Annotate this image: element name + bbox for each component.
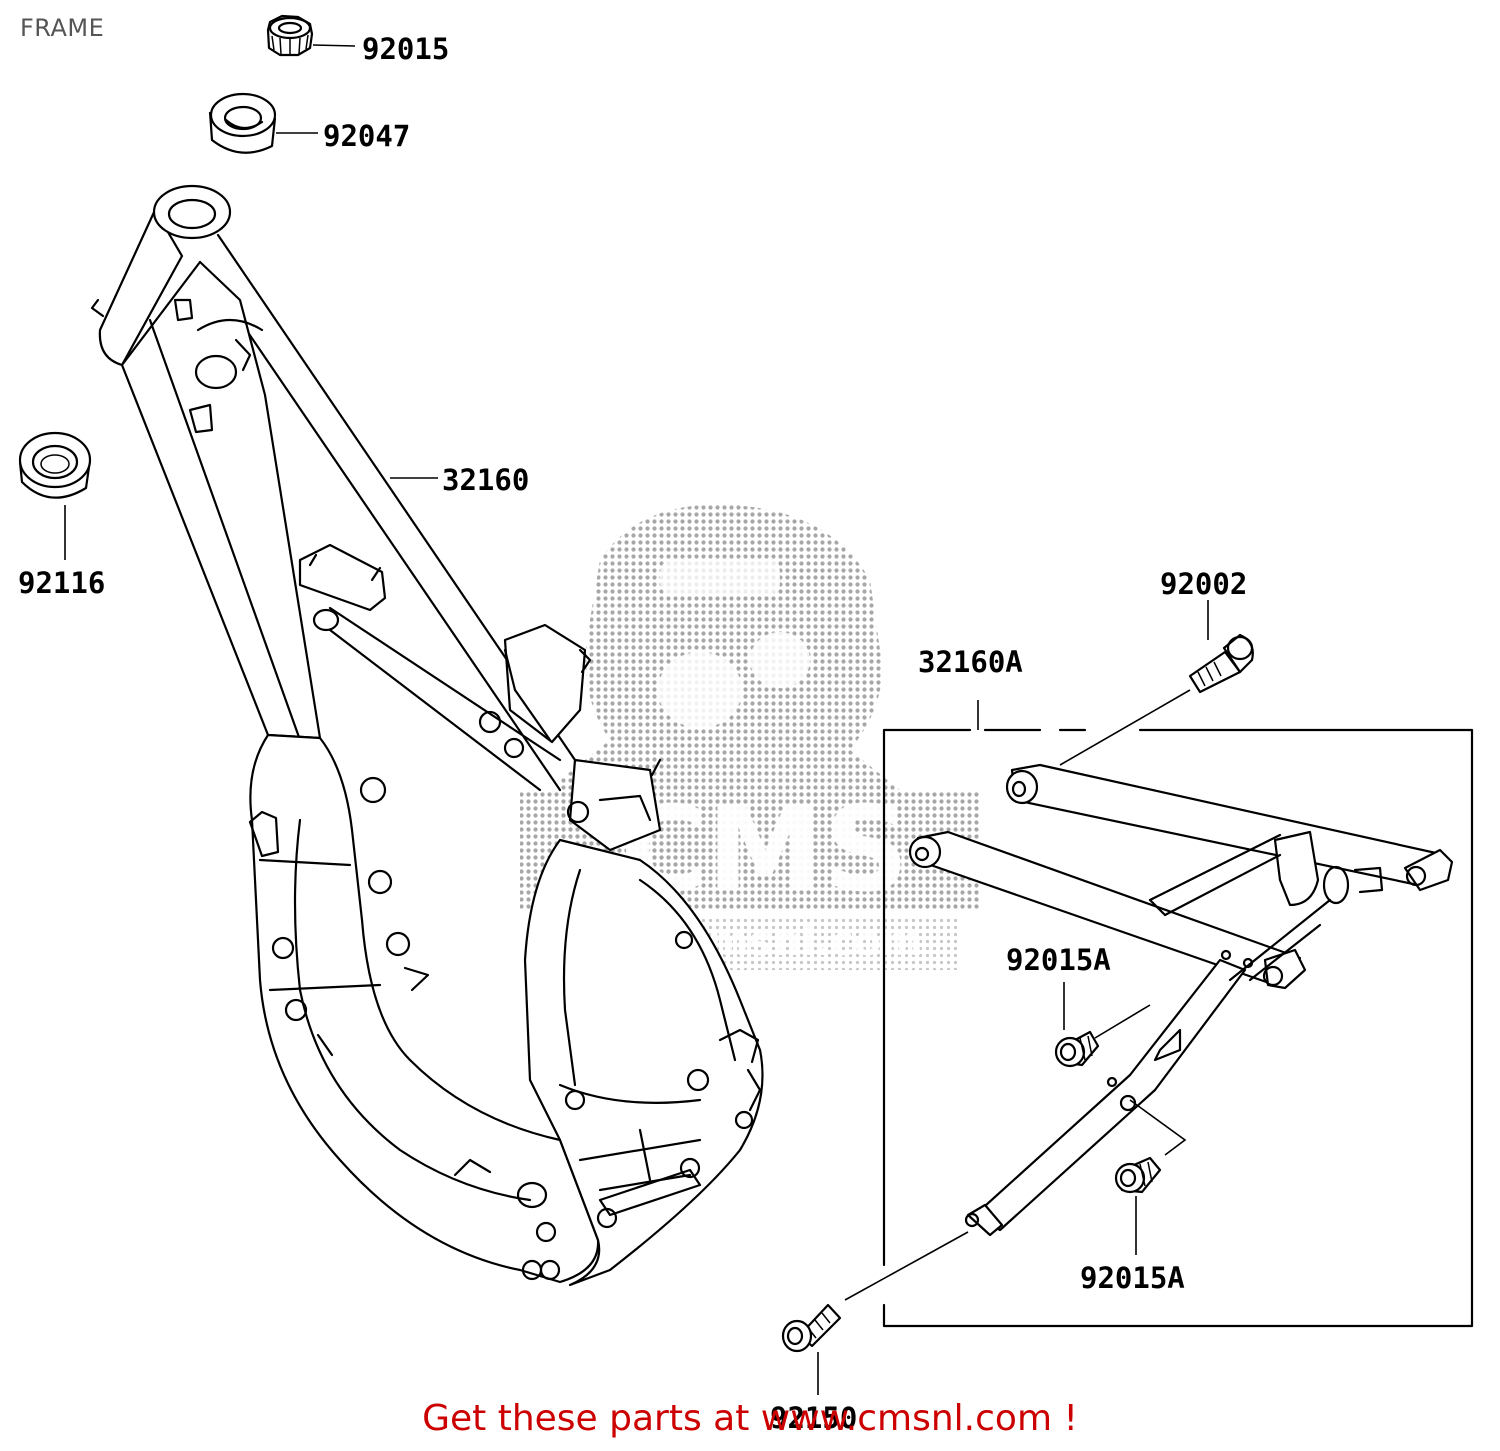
- part-32160-main-frame[interactable]: [90, 184, 764, 1287]
- part-92150-bolt-icon[interactable]: [781, 1303, 842, 1353]
- part-92116-seal-icon[interactable]: [18, 431, 92, 499]
- label-92002[interactable]: 92002: [1160, 567, 1247, 601]
- part-32160A-subframe[interactable]: [908, 763, 1454, 1237]
- footer-cmsnl-link[interactable]: Get these parts at www.cmsnl.com !: [422, 1398, 1078, 1439]
- part-92015A-collar-icon[interactable]: [1054, 1030, 1100, 1068]
- label-32160[interactable]: 32160: [442, 463, 529, 497]
- label-92150[interactable]: 92150: [770, 1401, 857, 1435]
- label-92047[interactable]: 92047: [323, 119, 410, 153]
- label-92015[interactable]: 92015: [362, 32, 449, 66]
- label-92015A-bottom[interactable]: 92015A: [1080, 1261, 1185, 1295]
- label-92015A-top[interactable]: 92015A: [1006, 943, 1111, 977]
- part-92015A-collar-icon-2[interactable]: [1114, 1156, 1162, 1194]
- part-92047-bearing-icon[interactable]: [208, 92, 277, 154]
- part-32160A-group-box: [882, 700, 1474, 1328]
- page-title: FRAME: [20, 14, 105, 42]
- label-32160A[interactable]: 32160A: [918, 645, 1023, 679]
- part-92002-bolt-icon[interactable]: [1188, 633, 1254, 694]
- label-92116[interactable]: 92116: [18, 566, 105, 600]
- part-92015-nut-icon[interactable]: [266, 14, 314, 57]
